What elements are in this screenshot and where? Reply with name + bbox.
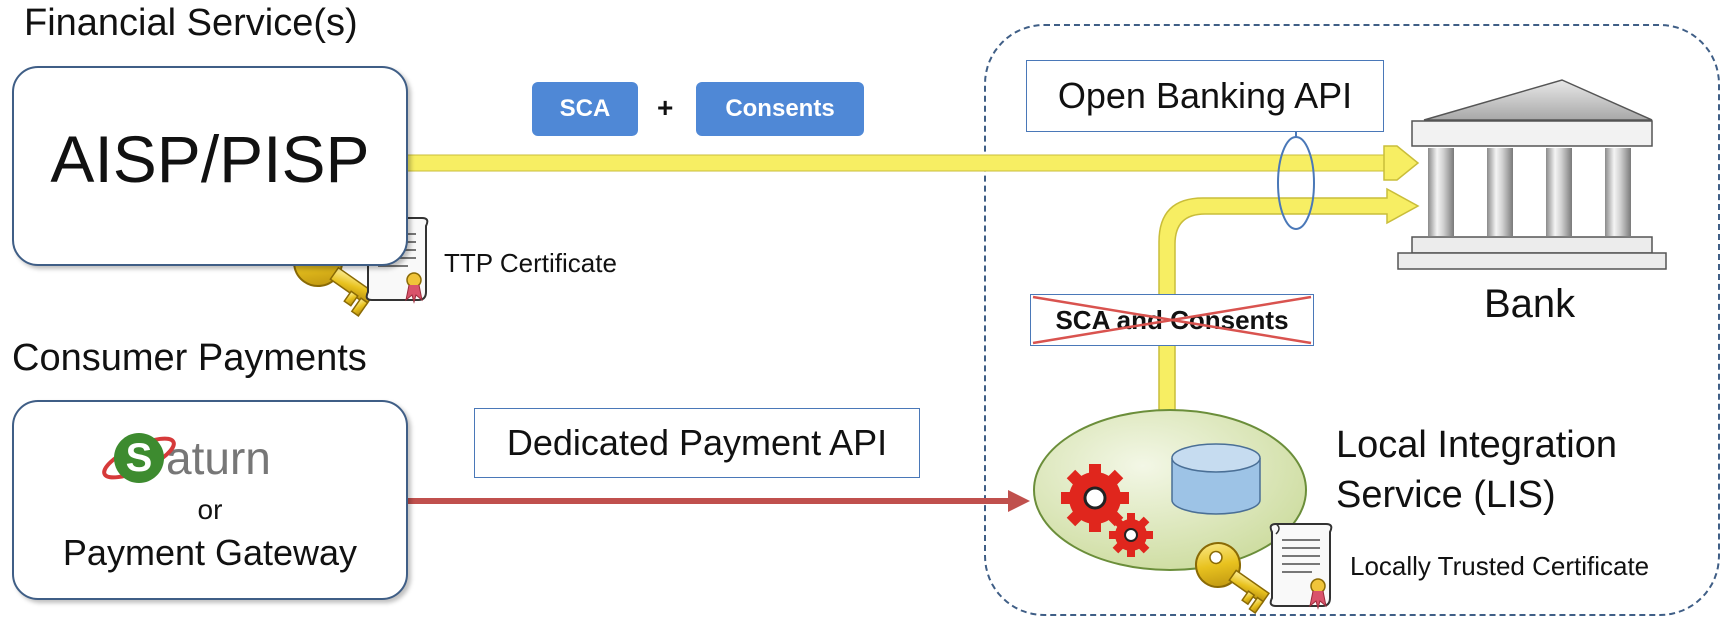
- sca-and-consents-label: SCA and Consents: [1030, 294, 1314, 346]
- dedicated-payment-arrow: [406, 490, 1030, 512]
- ttp-certificate-label: TTP Certificate: [444, 248, 617, 278]
- saturn-logo: S aturn: [102, 428, 271, 488]
- payment-gateway-label: Payment Gateway: [62, 532, 358, 573]
- bank-label: Bank: [1484, 282, 1576, 326]
- saturn-text: aturn: [166, 432, 271, 484]
- key-icon-lis: [1195, 542, 1270, 615]
- aisp-pisp-node: AISP/PISP: [12, 66, 408, 266]
- gear-small-icon: [1109, 513, 1153, 557]
- lis-label: Local Integration Service (LIS): [1336, 420, 1617, 520]
- lis-label-line2: Service (LIS): [1336, 474, 1556, 516]
- open-banking-api-label: Open Banking API: [1026, 60, 1384, 132]
- consumer-payments-heading: Consumer Payments: [12, 337, 367, 379]
- financial-services-heading: Financial Service(s): [24, 2, 358, 44]
- lis-to-bank-arrow: [1158, 187, 1420, 417]
- locally-trusted-certificate-label: Locally Trusted Certificate: [1350, 551, 1650, 581]
- open-banking-arrow: [403, 145, 1420, 181]
- payment-gateway-node: S aturn or Payment Gateway: [12, 400, 408, 600]
- sca-tag: SCA: [532, 82, 638, 136]
- or-label: or: [197, 494, 223, 525]
- database-icon: [1171, 443, 1261, 515]
- plus-sign: +: [657, 92, 674, 123]
- dedicated-payment-api-label: Dedicated Payment API: [474, 408, 920, 478]
- bank-icon: [1397, 79, 1667, 270]
- aisp-pisp-label: AISP/PISP: [50, 122, 370, 196]
- saturn-s-letter: S: [114, 433, 164, 483]
- certificate-icon-lis: [1269, 523, 1333, 610]
- consents-tag: Consents: [696, 82, 864, 136]
- lis-label-line1: Local Integration: [1336, 424, 1617, 466]
- strike-through-cross: [1032, 295, 1312, 345]
- bank-domain-boundary: [984, 24, 1720, 616]
- gear-icon: [1061, 464, 1129, 532]
- bundle-ellipse: [1277, 136, 1315, 230]
